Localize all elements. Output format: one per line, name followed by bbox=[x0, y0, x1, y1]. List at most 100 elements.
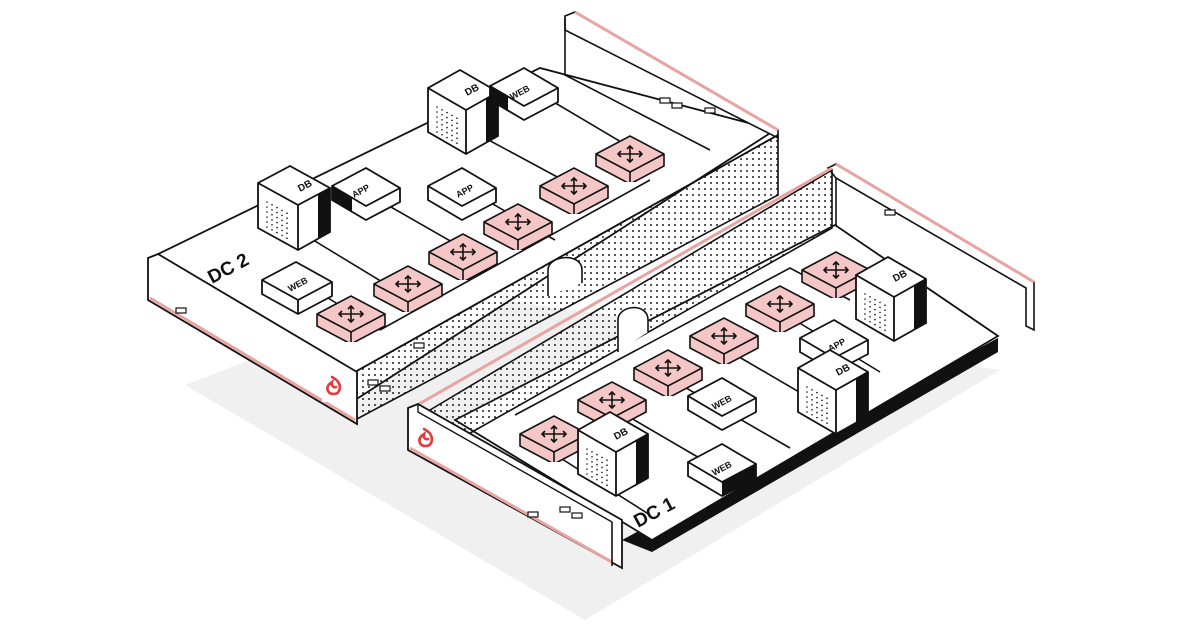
grill-dot bbox=[446, 132, 448, 134]
grill-dot bbox=[821, 405, 823, 407]
grill-dot bbox=[811, 389, 813, 391]
grill-dot bbox=[586, 453, 588, 455]
grill-dot bbox=[446, 122, 448, 124]
grill-dot bbox=[456, 127, 458, 129]
grill-dot bbox=[441, 109, 443, 111]
grill-dot bbox=[821, 420, 823, 422]
grill-dot bbox=[864, 313, 866, 315]
grill-dot bbox=[451, 135, 453, 137]
grill-dot bbox=[806, 401, 808, 403]
grill-dot bbox=[821, 400, 823, 402]
grill-dot bbox=[446, 137, 448, 139]
grill-dot bbox=[601, 462, 603, 464]
grill-dot bbox=[276, 227, 278, 229]
grill-dot bbox=[281, 230, 283, 232]
grill-dot bbox=[266, 226, 268, 228]
grill-dot bbox=[596, 479, 598, 481]
grill-dot bbox=[456, 122, 458, 124]
grill-dot bbox=[441, 134, 443, 136]
grill-dot bbox=[276, 212, 278, 214]
grill-dot bbox=[271, 219, 273, 221]
grill-dot bbox=[879, 302, 881, 304]
grill-dot bbox=[286, 212, 288, 214]
grill-dot bbox=[884, 324, 886, 326]
grill-dot bbox=[591, 471, 593, 473]
grill-dot bbox=[456, 142, 458, 144]
grill-dot bbox=[874, 319, 876, 321]
grill-dot bbox=[606, 464, 608, 466]
grill-dot bbox=[436, 116, 438, 118]
grill-dot bbox=[821, 415, 823, 417]
grill-dot bbox=[266, 206, 268, 208]
grill-dot bbox=[811, 414, 813, 416]
grill-dot bbox=[451, 130, 453, 132]
grill-dot bbox=[266, 201, 268, 203]
grill-dot bbox=[271, 209, 273, 211]
grill-dot bbox=[601, 457, 603, 459]
grill-dot bbox=[879, 317, 881, 319]
grill-dot bbox=[281, 220, 283, 222]
grill-dot bbox=[436, 126, 438, 128]
grill-dot bbox=[266, 211, 268, 213]
grill-dot bbox=[874, 304, 876, 306]
grill-dot bbox=[591, 456, 593, 458]
grill-dot bbox=[806, 391, 808, 393]
grill-dot bbox=[874, 324, 876, 326]
grill-dot bbox=[811, 409, 813, 411]
grill-dot bbox=[864, 298, 866, 300]
grill-dot bbox=[884, 304, 886, 306]
grill-dot bbox=[591, 461, 593, 463]
grill-dot bbox=[816, 392, 818, 394]
grill-dot bbox=[811, 394, 813, 396]
grill-dot bbox=[816, 402, 818, 404]
grill-dot bbox=[451, 140, 453, 142]
grill-dot bbox=[281, 225, 283, 227]
grill-dot bbox=[446, 127, 448, 129]
grill-dot bbox=[276, 222, 278, 224]
grill-dot bbox=[586, 473, 588, 475]
grill-dot bbox=[586, 468, 588, 470]
grill-dot bbox=[286, 232, 288, 234]
grill-dot bbox=[879, 307, 881, 309]
grill-dot bbox=[456, 117, 458, 119]
grill-dot bbox=[864, 308, 866, 310]
grill-dot bbox=[826, 402, 828, 404]
grill-dot bbox=[596, 464, 598, 466]
grill-dot bbox=[884, 319, 886, 321]
grill-dot bbox=[601, 477, 603, 479]
grill-dot bbox=[271, 229, 273, 231]
grill-dot bbox=[276, 217, 278, 219]
grill-dot bbox=[266, 216, 268, 218]
grill-dot bbox=[286, 227, 288, 229]
grill-dot bbox=[586, 463, 588, 465]
grill-dot bbox=[456, 137, 458, 139]
grill-dot bbox=[869, 316, 871, 318]
grill-dot bbox=[286, 237, 288, 239]
grill-dot bbox=[591, 451, 593, 453]
grill-dot bbox=[816, 397, 818, 399]
grill-dot bbox=[869, 321, 871, 323]
grill-dot bbox=[436, 111, 438, 113]
grill-dot bbox=[281, 210, 283, 212]
grill-dot bbox=[271, 214, 273, 216]
grill-dot bbox=[874, 314, 876, 316]
grill-dot bbox=[864, 293, 866, 295]
grill-dot bbox=[874, 299, 876, 301]
grill-dot bbox=[591, 476, 593, 478]
grill-dot bbox=[286, 222, 288, 224]
grill-dot bbox=[271, 204, 273, 206]
grill-dot bbox=[281, 235, 283, 237]
grill-dot bbox=[864, 318, 866, 320]
grill-dot bbox=[596, 469, 598, 471]
grill-dot bbox=[816, 417, 818, 419]
grill-dot bbox=[451, 120, 453, 122]
grill-dot bbox=[601, 472, 603, 474]
grill-dot bbox=[826, 422, 828, 424]
grill-dot bbox=[864, 303, 866, 305]
grill-dot bbox=[826, 412, 828, 414]
grill-dot bbox=[821, 395, 823, 397]
grill-dot bbox=[451, 125, 453, 127]
grill-dot bbox=[811, 399, 813, 401]
grill-dot bbox=[606, 484, 608, 486]
